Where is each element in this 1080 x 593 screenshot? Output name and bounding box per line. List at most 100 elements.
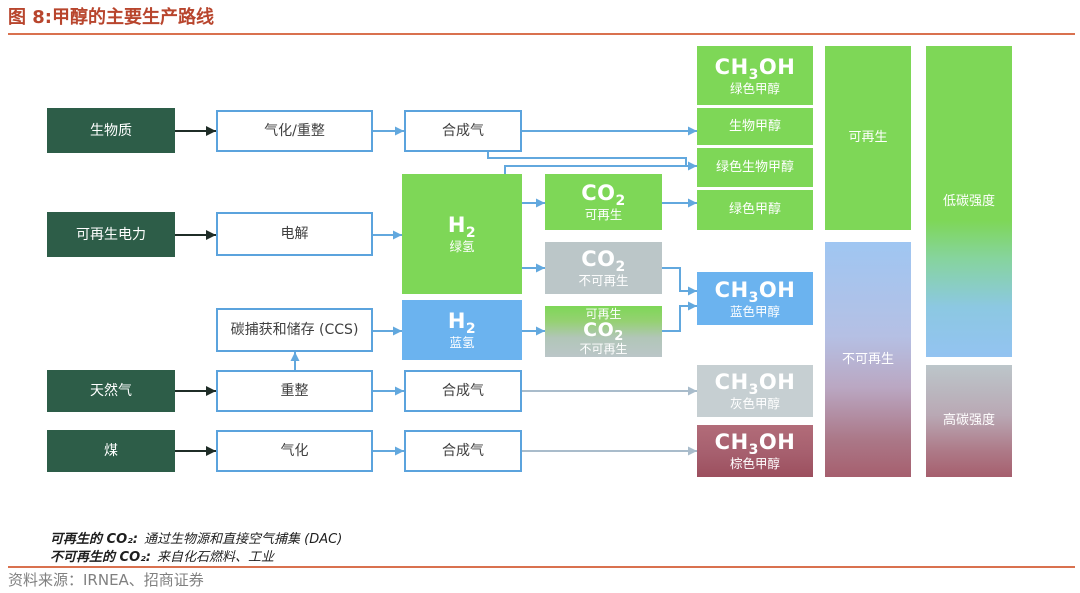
feedstock-renewable-power: 可再生电力 [47, 212, 175, 257]
methanol-green-header-label: 绿色甲醇 [729, 80, 780, 96]
arrow-green-hydrogen-to-green-bio-methanol [504, 161, 697, 174]
line-syngas-to-green-bio-methanol [487, 152, 687, 166]
co2-non-renewable-label: 不可再生 [578, 273, 629, 288]
formula-subscript: 3 [748, 289, 759, 306]
formula-tail: OH [758, 54, 796, 79]
formula-main: CH [714, 430, 749, 454]
co2-formula: CO2 [581, 247, 626, 275]
formula-subscript: 2 [615, 193, 626, 209]
feedstock-natural-gas: 天然气 [47, 370, 175, 412]
methanol-green-bio: 绿色生物甲醇 [697, 148, 813, 187]
carbon-intensity-low-label: 低碳强度 [942, 193, 995, 209]
feedstock-coal: 煤 [47, 430, 175, 472]
renewability-non-renewable: 不可再生 [825, 242, 911, 477]
note-description: 通过生物源和直接空气捕集 (DAC) [144, 532, 343, 547]
methanol-grey-label: 灰色甲醇 [729, 396, 780, 411]
process-carbon-capture-storage: 碳捕获和储存 (CCS) [216, 308, 373, 352]
green-hydrogen-label: 绿氢 [449, 239, 475, 254]
title-divider [8, 33, 1075, 35]
process-gasification-reforming-label: 气化/重整 [264, 123, 325, 139]
formula-main: CO [583, 319, 615, 341]
process-reforming-label: 重整 [280, 383, 309, 399]
note-renewable-co2: 可再生的 CO₂: 通过生物源和直接空气捕集 (DAC) [50, 531, 342, 549]
formula-main: CH [714, 54, 749, 79]
methanol-blue: CH3OH 蓝色甲醇 [697, 272, 813, 325]
co2-mixed-top-label: 可再生 [585, 307, 622, 321]
methanol-formula: CH3OH [714, 370, 796, 398]
methanol-brown-label: 棕色甲醇 [729, 456, 780, 471]
source-divider [8, 566, 1075, 568]
syngas-biomass: 合成气 [404, 110, 522, 152]
methanol-formula: CH3OH [714, 430, 796, 458]
co2-renewable: CO2 可再生 [545, 174, 662, 230]
feedstock-coal-label: 煤 [104, 443, 118, 459]
source-citation: 资料来源：IRNEA、招商证券 [8, 571, 204, 589]
methanol-green-label: 绿色甲醇 [728, 202, 781, 217]
formula-main: H [447, 309, 466, 333]
note-non-renewable-co2: 不可再生的 CO₂: 来自化石燃料、工业 [50, 549, 342, 567]
arrow-non-renewable-co2-to-blue-methanol [662, 267, 697, 296]
syngas-label: 合成气 [442, 443, 484, 459]
co2-non-renewable: CO2 不可再生 [545, 242, 662, 294]
methanol-formula: CH3OH [714, 54, 796, 83]
h2-formula: H2 [447, 309, 476, 337]
formula-main: CO [581, 247, 616, 271]
methanol-green-bio-label: 绿色生物甲醇 [715, 159, 794, 175]
co2-mixed-bottom-label: 不可再生 [579, 342, 628, 356]
co2-formula: CO2 [581, 181, 626, 209]
green-hydrogen: H2 绿氢 [402, 174, 522, 294]
formula-tail: OH [758, 277, 796, 302]
syngas-coal: 合成气 [404, 430, 522, 472]
formula-tail: OH [758, 430, 796, 454]
formula-subscript: 2 [614, 329, 624, 344]
methanol-bio: 生物甲醇 [697, 108, 813, 145]
methanol-blue-label: 蓝色甲醇 [729, 303, 780, 319]
renewability-renewable-label: 可再生 [848, 130, 888, 145]
formula-tail: OH [758, 370, 796, 394]
blue-hydrogen-label: 蓝氢 [449, 335, 475, 350]
syngas-natural-gas: 合成气 [404, 370, 522, 412]
process-gasification-label: 气化 [280, 443, 309, 459]
note-term: 不可再生的 CO₂: [50, 550, 152, 565]
process-gasification: 气化 [216, 430, 373, 472]
carbon-intensity-low: 低碳强度 [926, 46, 1012, 357]
co2-mixed: 可再生 CO2 不可再生 [545, 306, 662, 357]
h2-formula: H2 [447, 213, 477, 241]
methanol-bio-label: 生物甲醇 [728, 118, 781, 134]
formula-main: CO [581, 181, 616, 205]
methanol-grey: CH3OH 灰色甲醇 [697, 365, 813, 417]
process-gasification-reforming: 气化/重整 [216, 110, 373, 152]
note-description: 来自化石燃料、工业 [157, 550, 275, 565]
carbon-intensity-high-label: 高碳强度 [942, 413, 995, 428]
co2-renewable-label: 可再生 [584, 207, 623, 222]
process-ccs-label: 碳捕获和储存 (CCS) [230, 322, 359, 338]
carbon-intensity-high: 高碳强度 [926, 365, 1012, 477]
arrow-mixed-co2-to-blue-methanol [662, 301, 697, 332]
figure-title: 图 8:甲醇的主要生产路线 [8, 7, 214, 28]
formula-subscript: 3 [748, 442, 759, 458]
methanol-green-header: CH3OH 绿色甲醇 [697, 46, 813, 105]
feedstock-biomass: 生物质 [47, 108, 175, 153]
renewability-renewable: 可再生 [825, 46, 911, 230]
note-term: 可再生的 CO₂: [50, 532, 139, 547]
feedstock-renewable-power-label: 可再生电力 [76, 226, 146, 243]
renewability-non-renewable-label: 不可再生 [841, 351, 894, 367]
formula-main: H [447, 213, 466, 237]
formula-subscript: 3 [748, 66, 759, 83]
syngas-label: 合成气 [442, 383, 484, 399]
feedstock-biomass-label: 生物质 [90, 122, 132, 139]
formula-main: CH [714, 370, 749, 394]
feedstock-natural-gas-label: 天然气 [90, 383, 132, 399]
process-electrolysis: 电解 [216, 212, 373, 256]
methanol-formula: CH3OH [715, 277, 796, 306]
formula-subscript: 3 [748, 382, 759, 398]
formula-subscript: 2 [465, 225, 477, 241]
formula-subscript: 2 [615, 259, 626, 275]
methanol-brown: CH3OH 棕色甲醇 [697, 425, 813, 477]
syngas-label: 合成气 [442, 123, 484, 139]
process-electrolysis-label: 电解 [280, 226, 309, 242]
co2-formula: CO2 [583, 319, 624, 345]
blue-hydrogen: H2 蓝氢 [402, 300, 522, 360]
